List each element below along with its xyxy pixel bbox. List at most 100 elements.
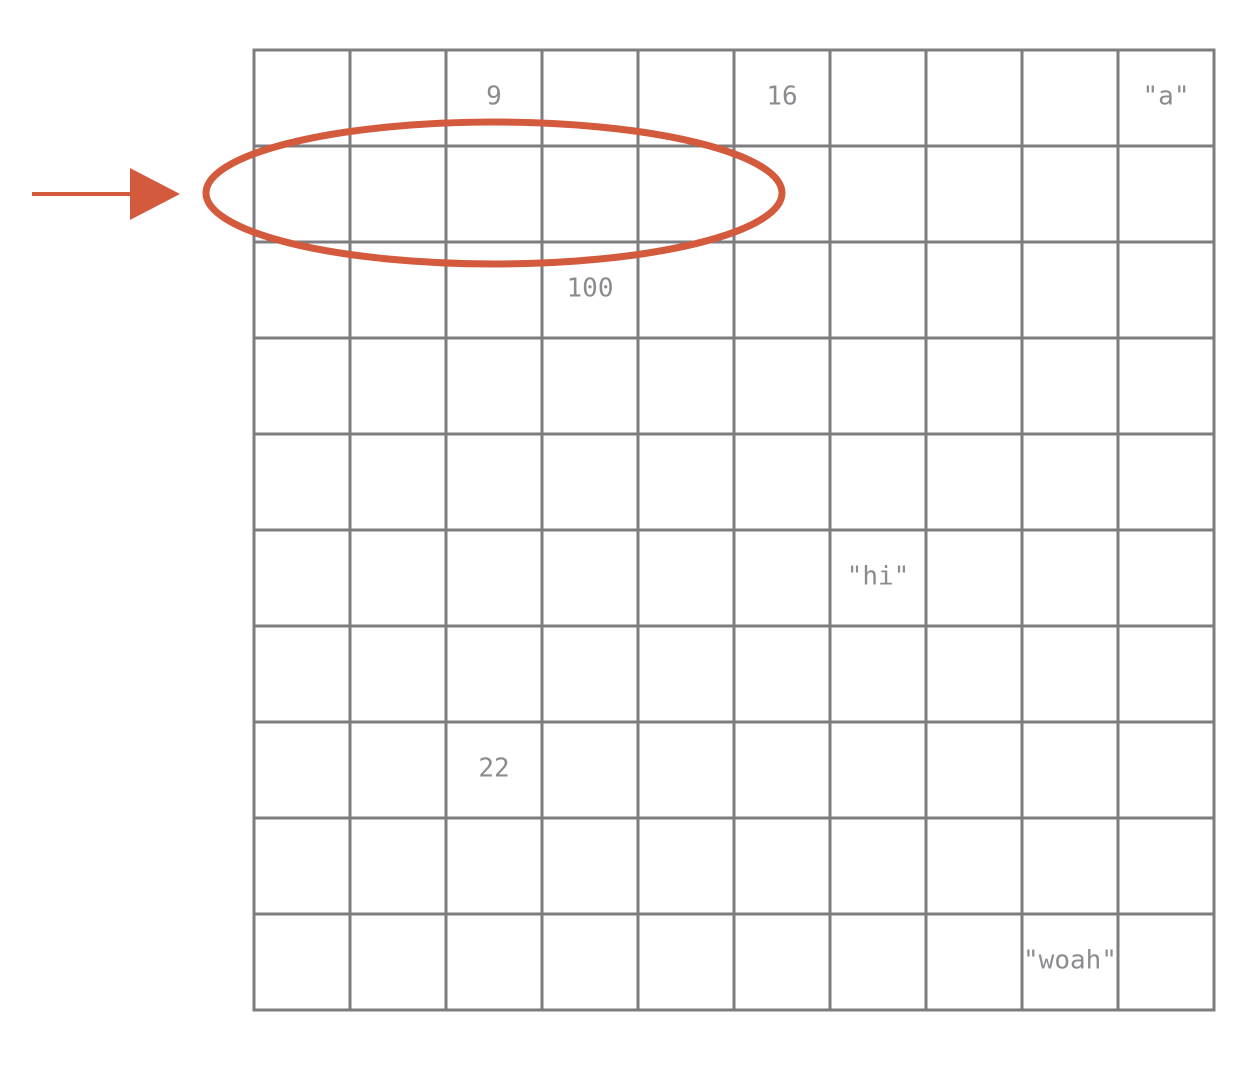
grid-cell	[1020, 432, 1120, 532]
grid-cell	[1116, 432, 1216, 532]
grid-cell	[252, 240, 352, 340]
grid-cell	[348, 528, 448, 628]
grid-cell	[1020, 720, 1120, 820]
grid-cell	[636, 336, 736, 436]
grid-cell	[348, 336, 448, 436]
grid-cell	[924, 912, 1024, 1012]
grid-cell	[1116, 720, 1216, 820]
grid-cell	[252, 624, 352, 724]
grid-cell	[540, 528, 640, 628]
grid-cell	[252, 912, 352, 1012]
grid-cell	[636, 528, 736, 628]
grid-cell	[540, 432, 640, 532]
grid-cell	[636, 720, 736, 820]
grid-cell	[732, 432, 832, 532]
grid-cell	[1020, 624, 1120, 724]
grid-cell	[924, 336, 1024, 436]
grid-cell	[828, 48, 928, 148]
grid-cell	[924, 528, 1024, 628]
grid-cell	[636, 624, 736, 724]
grid-cell	[540, 336, 640, 436]
cell-value: 100	[567, 274, 614, 304]
grid-cell	[924, 720, 1024, 820]
cell-value: 22	[478, 754, 509, 784]
grid-cell	[540, 720, 640, 820]
cell-value: 16	[766, 82, 797, 112]
row-highlight-annotation	[32, 118, 786, 268]
grid-cell	[732, 816, 832, 916]
grid-cell	[1116, 816, 1216, 916]
grid-cell	[828, 336, 928, 436]
grid-cell	[828, 720, 928, 820]
grid-cell	[828, 912, 928, 1012]
grid-cell	[444, 432, 544, 532]
grid-cell	[636, 432, 736, 532]
grid-cell	[1116, 144, 1216, 244]
grid-cell	[924, 816, 1024, 916]
grid-cell	[348, 912, 448, 1012]
grid-cell	[444, 336, 544, 436]
grid-cell	[444, 528, 544, 628]
grid-cell	[732, 528, 832, 628]
grid-cell	[348, 144, 448, 244]
grid-cell	[444, 624, 544, 724]
grid-cell	[1116, 240, 1216, 340]
grid-cell	[1020, 144, 1120, 244]
grid-cell	[732, 336, 832, 436]
grid-cell	[444, 144, 544, 244]
grid-cell	[1020, 336, 1120, 436]
grid-cell	[1116, 336, 1216, 436]
grid-cell	[636, 912, 736, 1012]
grid-cell	[828, 240, 928, 340]
grid-cell	[540, 816, 640, 916]
grid-cell	[636, 144, 736, 244]
highlight-ellipse	[202, 118, 786, 268]
grid-cell	[924, 240, 1024, 340]
grid-cell	[348, 432, 448, 532]
grid-cell	[540, 624, 640, 724]
grid-cell	[1116, 624, 1216, 724]
grid-cell	[1020, 816, 1120, 916]
grid-cell	[348, 720, 448, 820]
grid-cell	[540, 144, 640, 244]
grid-cell	[1020, 48, 1120, 148]
grid-cell	[1020, 240, 1120, 340]
cell-value: "woah"	[1023, 946, 1117, 976]
grid-cell	[828, 624, 928, 724]
cell-value: "hi"	[847, 562, 910, 592]
grid-cell	[252, 336, 352, 436]
grid-cell	[636, 240, 736, 340]
grid-cell	[252, 144, 352, 244]
grid-cell	[924, 144, 1024, 244]
cell-value: 9	[486, 82, 502, 112]
grid-cell	[732, 912, 832, 1012]
grid-cell	[1116, 528, 1216, 628]
grid-cell	[252, 432, 352, 532]
grid-cell	[348, 624, 448, 724]
grid-cell	[732, 720, 832, 820]
grid-cell	[924, 48, 1024, 148]
grid-cell	[828, 432, 928, 532]
grid-cell	[732, 624, 832, 724]
grid-cell	[348, 816, 448, 916]
grid-cell	[252, 816, 352, 916]
grid-cell	[636, 816, 736, 916]
grid-cell	[924, 432, 1024, 532]
cell-value: "a"	[1143, 82, 1190, 112]
cell-values: 9 16 "a" 100 "hi" 22 "woah"	[478, 82, 1189, 976]
grid-cell	[444, 240, 544, 340]
grid-cell	[444, 816, 544, 916]
grid-cell	[828, 144, 928, 244]
grid-cell	[732, 240, 832, 340]
grid-cell	[828, 816, 928, 916]
grid-cell	[444, 912, 544, 1012]
pointer-arrow-head	[130, 168, 180, 220]
grid-cell	[924, 624, 1024, 724]
grid-cell	[252, 528, 352, 628]
grid-cell	[540, 912, 640, 1012]
grid-cell	[252, 720, 352, 820]
grid-cell	[1116, 912, 1216, 1012]
grid	[252, 48, 1216, 1012]
grid-cell	[1020, 528, 1120, 628]
